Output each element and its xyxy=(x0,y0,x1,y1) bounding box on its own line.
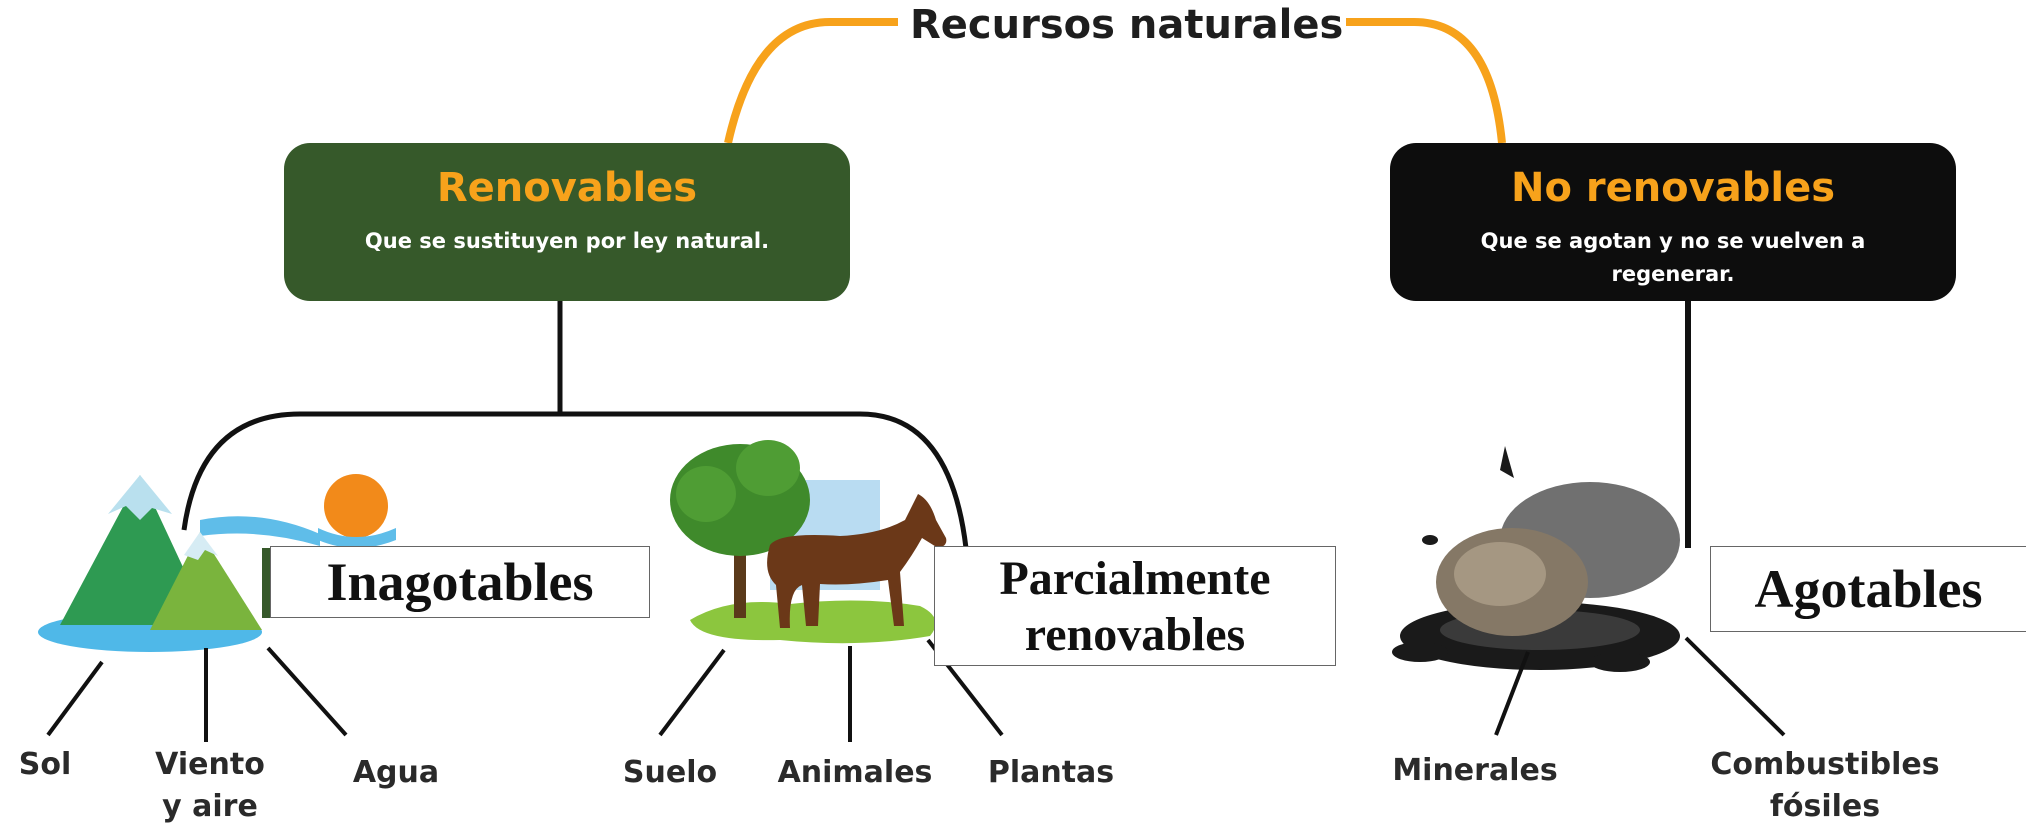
renovables-branch xyxy=(181,411,969,549)
tree-horse-grass-illustration xyxy=(670,440,947,644)
no-renovables-box: No renovables Que se agotan y no se vuel… xyxy=(1390,143,1956,301)
renovables-description: Que se sustituyen por ley natural. xyxy=(364,229,770,253)
root-connector-right xyxy=(1346,18,1506,144)
leaf-combustibles-fosiles: Combustibles fósiles xyxy=(1710,747,1940,824)
leaf-animales: Animales xyxy=(777,755,933,790)
leaf-sol: Sol xyxy=(18,747,72,782)
no-renovables-title: No renovables xyxy=(1510,165,1836,211)
leaf-plantas: Plantas xyxy=(987,755,1115,790)
root-connector-left xyxy=(724,18,898,144)
rock-oil-illustration xyxy=(1392,446,1680,672)
mountains-sun-water-illustration xyxy=(38,474,396,652)
parcialmente-renovables-label: Parcialmente renovables xyxy=(934,546,1336,666)
leaf-viento-y-aire: Viento y aire xyxy=(155,747,265,824)
leaf-suelo: Suelo xyxy=(622,755,718,790)
leaf-minerales: Minerales xyxy=(1392,753,1558,788)
renovables-box: Renovables Que se sustituyen por ley nat… xyxy=(284,143,850,301)
no-renovables-description: Que se agotan y no se vuelven a regenera… xyxy=(1480,229,1866,286)
inagotables-label: Inagotables xyxy=(270,546,650,618)
diagram-title: Recursos naturales xyxy=(910,2,1344,48)
agotables-label: Agotables xyxy=(1710,546,2026,632)
renovables-title: Renovables xyxy=(436,165,698,211)
leaf-agua: Agua xyxy=(352,755,440,790)
